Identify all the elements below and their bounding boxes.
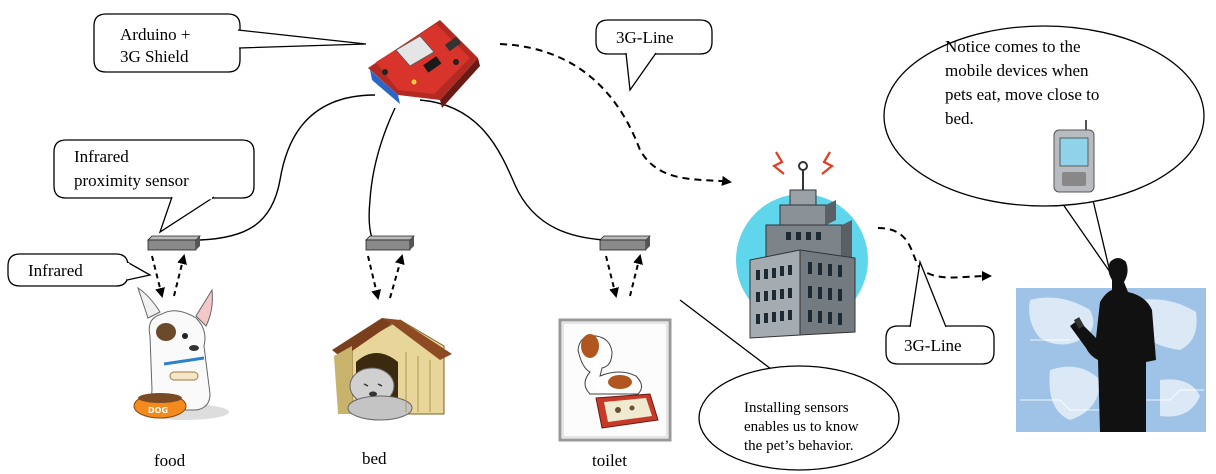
notice-line3: pets eat, move close to	[945, 85, 1099, 104]
dog-house-icon	[332, 318, 452, 421]
food-ir-down-arrow	[151, 255, 165, 298]
building-tower-icon	[736, 151, 868, 339]
businessman-silhouette-icon	[1016, 258, 1206, 432]
arduino-callout-line2: 3G Shield	[120, 47, 189, 66]
proximity-callout-line2: proximity sensor	[74, 171, 189, 190]
notice-callout: Notice comes to the mobile devices when …	[883, 25, 1205, 273]
dog-toilet-icon	[558, 318, 672, 442]
wire-bed-sensor	[368, 107, 396, 239]
svg-text:DOG: DOG	[148, 406, 168, 415]
tower-to-user-arrow	[877, 227, 992, 282]
infrared-arrows	[151, 254, 643, 300]
wire-toilet-sensor	[419, 99, 606, 241]
3g-line-bottom-text: 3G-Line	[904, 336, 962, 355]
notice-line4: bed.	[945, 109, 974, 128]
bed-sensor	[365, 235, 415, 251]
proximity-callout-line1: Infrared	[74, 147, 129, 166]
proximity-sensor-callout: Infrared proximity sensor	[53, 139, 255, 234]
bed-ir-up-arrow	[389, 254, 405, 299]
toilet-ir-up-arrow	[629, 254, 643, 297]
3g-line-top-text: 3G-Line	[616, 28, 674, 47]
food-ir-up-arrow	[173, 254, 187, 297]
installing-callout: Installing sensors enables us to know th…	[679, 299, 900, 471]
sensor-icon	[147, 235, 651, 251]
installing-line1: Installing sensors	[744, 400, 849, 416]
mobile-phone-icon	[1053, 120, 1095, 193]
arduino-board-icon	[368, 20, 480, 108]
food-sensor	[147, 235, 201, 251]
bed-ir-down-arrow	[367, 255, 382, 300]
installing-line3: the pet’s behavior.	[744, 438, 854, 454]
arduino-to-tower-arrow	[499, 43, 732, 186]
toilet-label: toilet	[592, 451, 627, 470]
food-label: food	[154, 451, 186, 470]
arduino-callout-line1: Arduino +	[120, 25, 191, 44]
arduino-callout: Arduino + 3G Shield	[93, 13, 367, 73]
toilet-ir-down-arrow	[605, 255, 619, 298]
dog-food-icon: DOG	[133, 286, 229, 420]
infrared-callout: Infrared	[7, 253, 152, 287]
3g-line-top-callout: 3G-Line	[595, 19, 713, 92]
3g-line-bottom-callout: 3G-Line	[885, 259, 995, 365]
toilet-sensor	[599, 235, 651, 251]
installing-line2: enables us to know	[744, 419, 859, 435]
notice-line1: Notice comes to the	[945, 37, 1081, 56]
infrared-callout-text: Infrared	[28, 261, 83, 280]
bed-label: bed	[362, 449, 387, 468]
wire-food-sensor	[199, 94, 376, 241]
notice-line2: mobile devices when	[945, 61, 1089, 80]
wires	[199, 94, 606, 241]
